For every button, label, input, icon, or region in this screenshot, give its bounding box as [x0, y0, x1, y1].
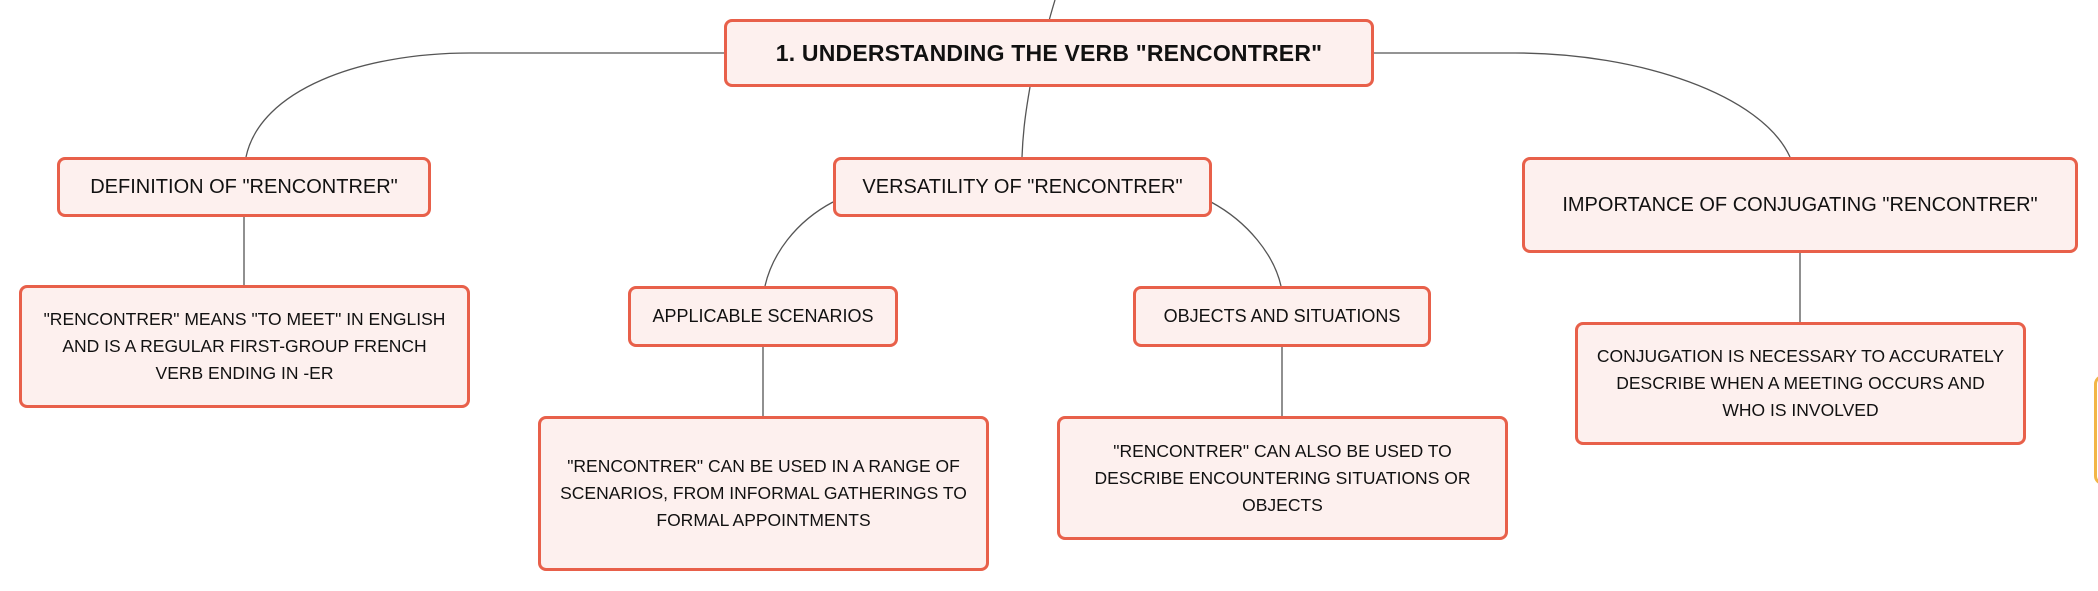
definition-leaf-text: "RENCONTRER" MEANS "TO MEET" IN ENGLISH … — [43, 309, 446, 383]
connector-root-to-definition — [245, 52, 724, 158]
connector-versatility-to-objects — [1210, 201, 1282, 287]
connector-versatility-to-scenarios — [764, 201, 834, 287]
importance-node[interactable]: IMPORTANCE OF CONJUGATING "RENCONTRER" — [1522, 157, 2078, 253]
root-node[interactable]: 1. UNDERSTANDING THE VERB "RENCONTRER" — [724, 19, 1374, 87]
connector-root-to-importance — [1373, 52, 1791, 158]
importance-leaf-text: CONJUGATION IS NECESSARY TO ACCURATELY D… — [1596, 346, 2005, 420]
applicable-scenarios-node[interactable]: APPLICABLE SCENARIOS — [628, 286, 898, 347]
offscreen-node-edge — [2094, 375, 2098, 485]
objects-situations-label: OBJECTS AND SITUATIONS — [1163, 306, 1401, 326]
importance-node-label: IMPORTANCE OF CONJUGATING "RENCONTRER" — [1562, 193, 2038, 216]
connector-root-to-parent — [1048, 0, 1056, 22]
objects-situations-leaf-text: "RENCONTRER" CAN ALSO BE USED TO DESCRIB… — [1094, 440, 1471, 515]
definition-node[interactable]: DEFINITION OF "RENCONTRER" — [57, 157, 431, 217]
importance-leaf-node[interactable]: CONJUGATION IS NECESSARY TO ACCURATELY D… — [1575, 322, 2026, 445]
objects-situations-node[interactable]: OBJECTS AND SITUATIONS — [1133, 286, 1431, 347]
root-node-label: 1. UNDERSTANDING THE VERB "RENCONTRER" — [775, 39, 1323, 66]
applicable-scenarios-label: APPLICABLE SCENARIOS — [652, 306, 874, 326]
definition-leaf-node[interactable]: "RENCONTRER" MEANS "TO MEET" IN ENGLISH … — [19, 285, 470, 408]
definition-node-label: DEFINITION OF "RENCONTRER" — [90, 175, 398, 198]
objects-situations-leaf-node[interactable]: "RENCONTRER" CAN ALSO BE USED TO DESCRIB… — [1057, 416, 1508, 540]
connector-root-to-versatility — [1021, 86, 1031, 158]
applicable-scenarios-leaf-node[interactable]: "RENCONTRER" CAN BE USED IN A RANGE OF S… — [538, 416, 989, 571]
versatility-node[interactable]: VERSATILITY OF "RENCONTRER" — [833, 157, 1212, 217]
versatility-node-label: VERSATILITY OF "RENCONTRER" — [862, 175, 1183, 198]
applicable-scenarios-leaf-text: "RENCONTRER" CAN BE USED IN A RANGE OF S… — [560, 456, 967, 530]
